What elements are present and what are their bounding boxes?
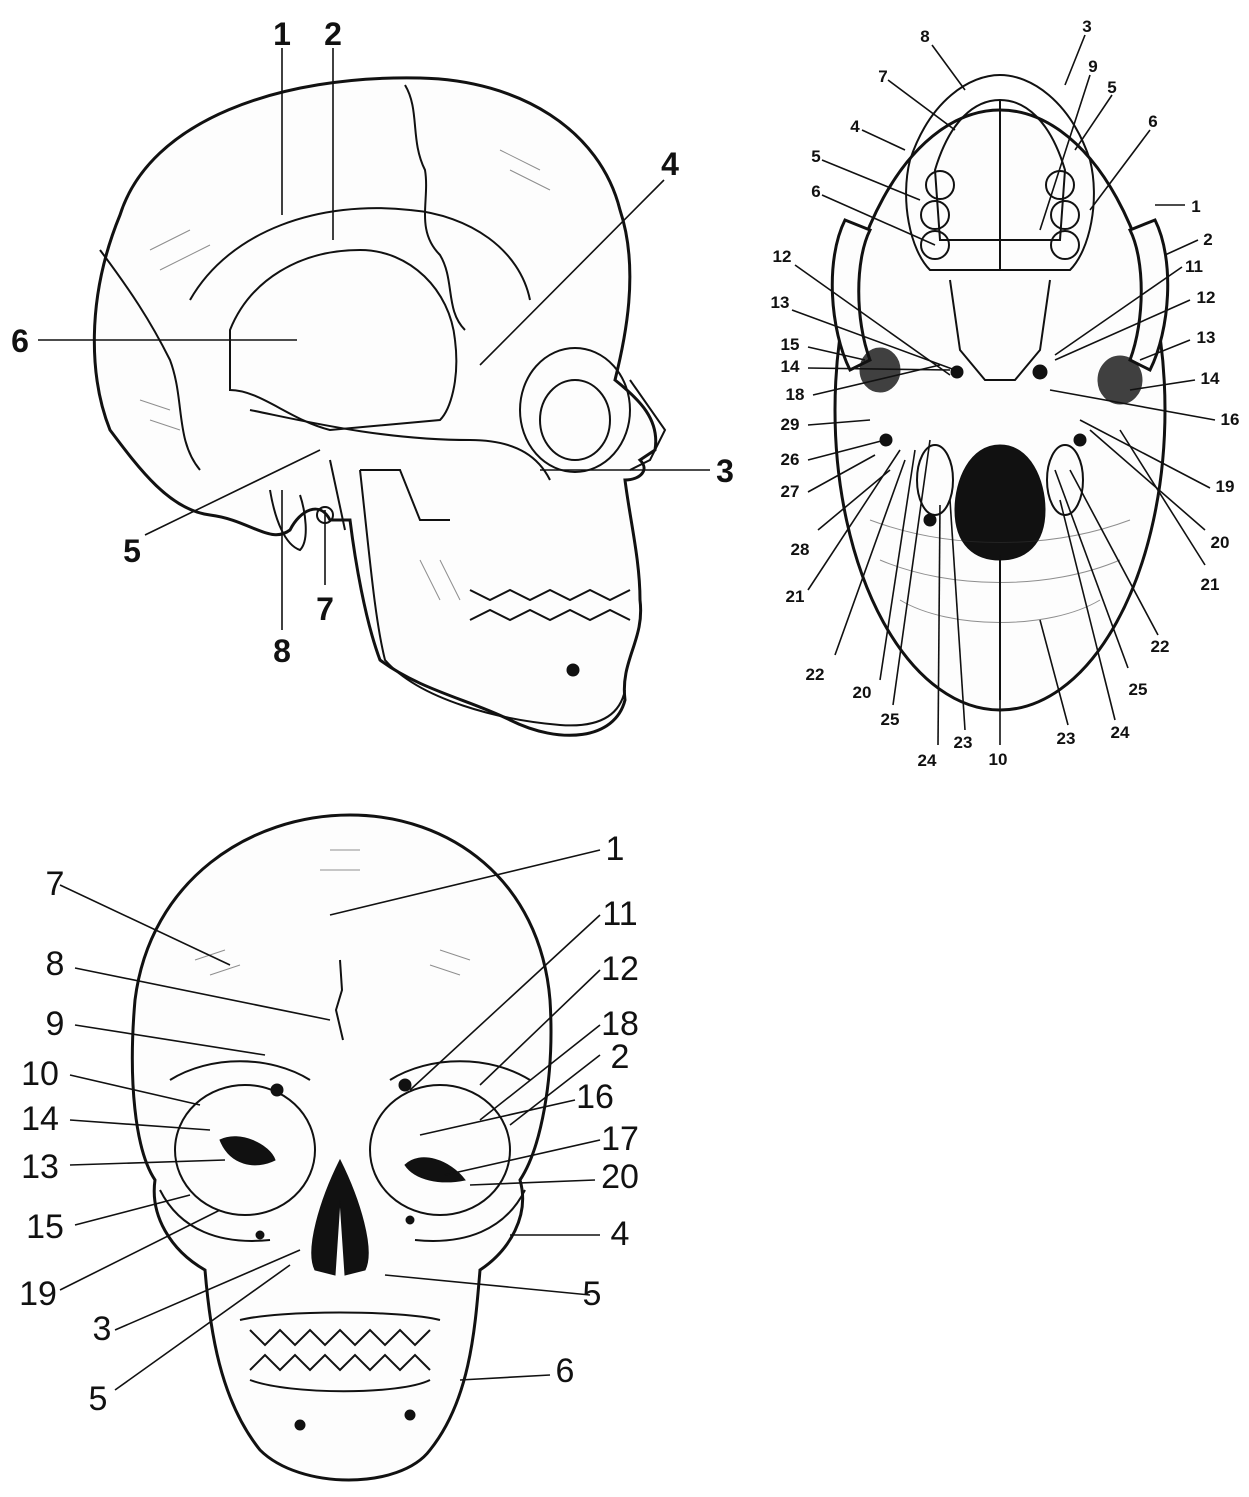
frontal-label: 1 [606,830,625,868]
basal-label: 25 [1129,680,1148,699]
basal-label: 2 [1203,230,1212,249]
frontal-label: 20 [601,1158,639,1196]
lateral-skull-drawing [94,78,665,735]
basal-label: 12 [773,247,792,266]
basal-label: 25 [881,710,900,729]
basal-label: 16 [1221,410,1240,429]
frontal-label: 11 [602,895,637,933]
frontal-label: 5 [583,1275,602,1313]
basal-label: 20 [853,683,872,702]
basal-label: 14 [1201,369,1220,388]
basal-label: 22 [1151,637,1170,656]
lateral-label: 6 [11,323,29,359]
basal-label: 15 [781,335,800,354]
frontal-label: 19 [19,1275,57,1313]
frontal-label: 7 [46,865,65,903]
basal-label: 13 [771,293,790,312]
basal-label: 29 [781,415,800,434]
basal-label: 8 [920,27,929,46]
basal-label: 23 [954,733,973,752]
frontal-label: 17 [601,1120,639,1158]
frontal-label: 10 [21,1055,59,1093]
lateral-label: 2 [324,16,342,52]
basal-label: 19 [1216,477,1235,496]
basal-label: 3 [1082,17,1091,36]
frontal-label: 13 [21,1148,59,1186]
basal-label: 21 [786,587,805,606]
basal-label: 24 [1111,723,1130,742]
basal-label: 18 [786,385,805,404]
basal-label: 13 [1197,328,1216,347]
frontal-label: 6 [556,1352,575,1390]
basal-label: 23 [1057,729,1076,748]
frontal-label: 8 [46,945,65,983]
basal-label: 5 [1107,78,1116,97]
lateral-label: 8 [273,633,291,669]
basal-label: 6 [811,182,820,201]
basal-label: 20 [1211,533,1230,552]
lateral-label: 5 [123,533,141,569]
lateral-label: 4 [661,146,679,182]
frontal-label: 14 [21,1100,59,1138]
basal-label: 4 [850,117,860,136]
lateral-label: 3 [716,453,734,489]
basal-label: 11 [1185,257,1203,276]
basal-label: 6 [1148,112,1157,131]
lateral-label: 1 [273,16,291,52]
basal-label: 10 [989,750,1008,769]
frontal-skull-drawing [132,815,551,1480]
basal-label: 28 [791,540,810,559]
basal-label: 27 [781,482,800,501]
basal-label: 1 [1191,197,1200,216]
basal-label: 24 [918,751,937,770]
frontal-label: 15 [26,1208,64,1246]
basal-label: 14 [781,357,800,376]
basal-label: 5 [811,147,820,166]
frontal-label: 5 [89,1380,108,1418]
frontal-label: 3 [93,1310,112,1348]
frontal-label: 4 [611,1215,630,1253]
basal-label: 9 [1088,57,1097,76]
basal-label: 22 [806,665,825,684]
frontal-label: 9 [46,1005,65,1043]
basal-label: 21 [1201,575,1220,594]
lateral-label: 7 [316,591,334,627]
basal-label: 7 [878,67,887,86]
basal-label: 26 [781,450,800,469]
basal-label: 12 [1197,288,1216,307]
frontal-label: 16 [576,1078,614,1116]
frontal-label: 12 [601,950,639,988]
frontal-label: 2 [611,1038,630,1076]
